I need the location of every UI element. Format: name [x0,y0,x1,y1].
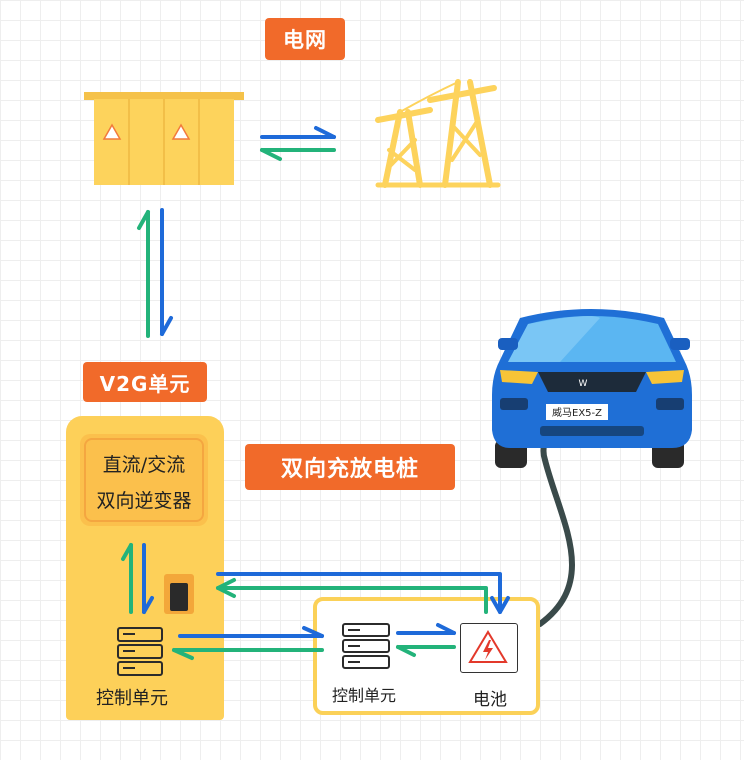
v2g-unit-label: V2G单元 [83,362,207,402]
inverter-label-line2: 双向逆变器 [96,490,192,512]
license-plate: 威马EX5-Z [552,406,602,419]
battery-icon [460,623,518,673]
arrow-cabinet-to-v2g [160,208,173,336]
vehicle-control-unit-label: 控制单元 [332,686,397,705]
transformer-cabinet-icon [84,92,244,185]
charging-port-socket [170,583,188,611]
pile-server-icon [117,627,163,676]
arrow-port-to-battery [216,572,510,614]
arrow-pile-control-to-vehicle [178,626,324,638]
arrow-tower-to-cabinet [260,148,336,161]
battery-label: 电池 [473,690,507,710]
inverter-module-border [84,438,204,522]
bidirectional-pile-label: 双向充放电桩 [245,444,455,490]
arrow-battery-to-port [216,578,488,614]
grid-label: 电网 [265,18,345,60]
inverter-module [80,434,208,526]
svg-text:W: W [579,379,588,389]
arrow-control-to-battery [396,623,456,635]
pile-control-unit-label: 控制单元 [96,688,168,709]
arrow-vehicle-control-to-pile [172,648,324,660]
arrow-inverter-to-control [142,543,154,614]
arrow-v2g-to-cabinet [137,210,150,338]
electric-car-icon: W 威马EX5-Z [492,309,692,468]
power-tower-icon [375,79,501,188]
arrow-cabinet-to-tower [260,126,336,139]
vehicle-server-icon [342,623,390,669]
arrow-battery-to-control [396,645,456,657]
arrow-control-to-inverter [121,543,133,614]
inverter-label-line1: 直流/交流 [102,454,186,476]
